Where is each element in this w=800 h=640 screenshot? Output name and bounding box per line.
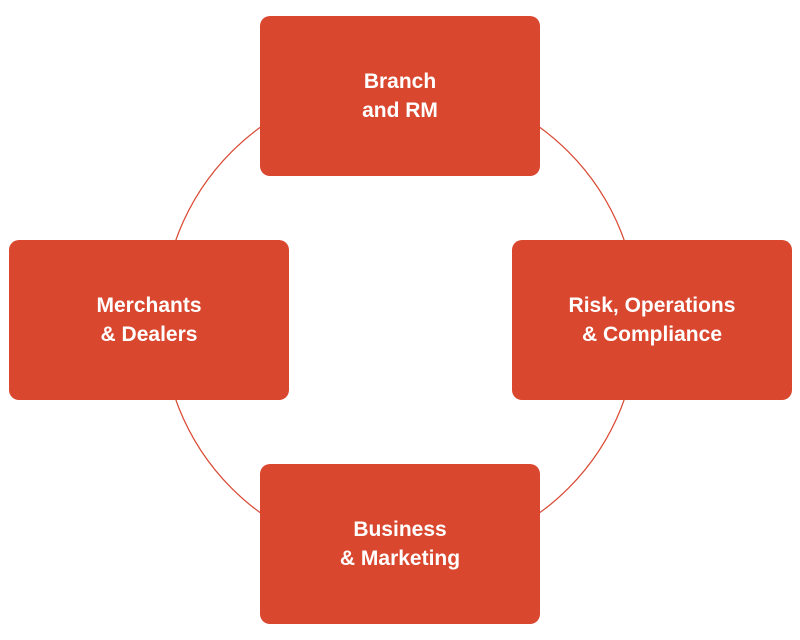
node-label-line: Merchants xyxy=(96,294,202,317)
node-merchants-and-dealers: Merchants & Dealers xyxy=(9,240,289,400)
node-label-line: Risk, Operations xyxy=(568,294,736,317)
node-label-line: and RM xyxy=(362,99,438,122)
node-label: Merchants & Dealers xyxy=(96,291,201,349)
node-label: Business & Marketing xyxy=(340,515,460,573)
node-label-line: Branch xyxy=(363,70,437,93)
node-label: Branch and RM xyxy=(362,67,438,125)
node-business-and-marketing: Business & Marketing xyxy=(260,464,540,624)
node-label: Risk, Operations & Compliance xyxy=(569,291,736,349)
node-label-line: & Dealers xyxy=(100,323,198,346)
node-label-line: & Compliance xyxy=(581,323,722,346)
node-branch-and-rm: Branch and RM xyxy=(260,16,540,176)
node-label-line: Business xyxy=(353,518,447,541)
node-risk-operations-compliance: Risk, Operations & Compliance xyxy=(512,240,792,400)
node-label-line: & Marketing xyxy=(339,547,461,570)
